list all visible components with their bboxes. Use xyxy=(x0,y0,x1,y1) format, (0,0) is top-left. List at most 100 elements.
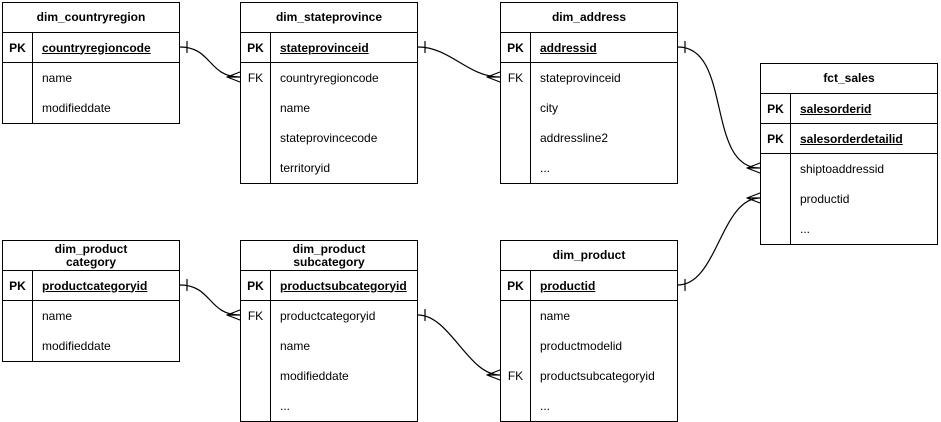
field-name: productid xyxy=(800,192,850,206)
key-label: PK xyxy=(761,124,791,153)
relationship-dim_product-to-fct_sales[interactable] xyxy=(677,192,761,292)
field-name: ... xyxy=(800,222,811,236)
column-row-modifieddate[interactable]: modifieddate xyxy=(3,331,179,361)
field-name: salesorderdetailid xyxy=(800,131,903,146)
column-row-name[interactable]: name xyxy=(3,301,179,331)
key-label xyxy=(241,391,271,421)
relationship-dim_stateprovince-to-dim_address[interactable] xyxy=(417,40,501,83)
column-row-productcategoryid[interactable]: PK productcategoryid xyxy=(3,271,179,301)
field-name: productsubcategoryid xyxy=(280,278,407,293)
column-row-salesorderid[interactable]: PK salesorderid xyxy=(761,94,937,124)
relationship-dim_productcategory-to-dim_productsubcategory[interactable] xyxy=(179,278,241,321)
column-row-stateprovincecode[interactable]: stateprovincecode xyxy=(241,123,417,153)
field-name: name xyxy=(42,309,73,323)
field-name: productsubcategoryid xyxy=(540,369,655,383)
column-row-more[interactable]: ... xyxy=(241,391,417,421)
key-label xyxy=(241,123,271,153)
field-name: name xyxy=(540,309,571,323)
field-name: countryregioncode xyxy=(42,40,151,55)
key-label xyxy=(241,93,271,123)
field-name: name xyxy=(42,71,73,85)
table-title-dim_countryregion: dim_countryregion xyxy=(3,3,179,33)
relationship-dim_countryregion-to-dim_stateprovince[interactable] xyxy=(179,40,241,83)
table-title-line: dim_stateprovince xyxy=(275,10,383,24)
table-title-line: dim_address xyxy=(551,10,627,24)
field-name: productcategoryid xyxy=(42,278,148,293)
table-title-line: dim_product xyxy=(292,241,366,256)
field-name: addressline2 xyxy=(540,131,609,145)
column-row-productmodelid[interactable]: productmodelid xyxy=(501,331,677,361)
column-row-shiptoaddressid[interactable]: shiptoaddressid xyxy=(761,154,937,184)
column-row-modifieddate[interactable]: modifieddate xyxy=(3,93,179,123)
table-title-line: fct_sales xyxy=(823,71,875,85)
column-row-addressline2[interactable]: addressline2 xyxy=(501,123,677,153)
key-label: FK xyxy=(241,301,271,331)
column-row-territoryid[interactable]: territoryid xyxy=(241,153,417,183)
field-name: name xyxy=(280,339,311,353)
field-name: name xyxy=(280,101,311,115)
field-name: salesorderid xyxy=(800,101,872,116)
field-name: addressid xyxy=(540,40,597,55)
column-row-name[interactable]: name xyxy=(241,331,417,361)
key-label xyxy=(501,391,531,421)
table-title-line: category xyxy=(65,254,117,269)
key-label: PK xyxy=(761,94,791,123)
column-row-productid[interactable]: productid xyxy=(761,184,937,214)
column-row-city[interactable]: city xyxy=(501,93,677,123)
key-label xyxy=(501,153,531,183)
field-name: modifieddate xyxy=(42,101,111,115)
column-row-more[interactable]: ... xyxy=(501,153,677,183)
key-label xyxy=(761,184,791,214)
column-row-productsubcategoryid[interactable]: FK productsubcategoryid xyxy=(501,361,677,391)
field-name: stateprovincecode xyxy=(280,131,378,145)
relationship-dim_address-to-fct_sales[interactable] xyxy=(677,40,761,174)
column-row-name[interactable]: name xyxy=(241,93,417,123)
field-name: modifieddate xyxy=(280,369,349,383)
field-name: city xyxy=(540,101,558,115)
key-label xyxy=(3,93,33,123)
column-row-more[interactable]: ... xyxy=(501,391,677,421)
key-label xyxy=(501,93,531,123)
key-label xyxy=(241,331,271,361)
column-row-name[interactable]: name xyxy=(501,301,677,331)
field-name: stateprovinceid xyxy=(280,40,369,55)
table-title-fct_sales: fct_sales xyxy=(761,64,937,94)
key-label: PK xyxy=(501,33,531,62)
key-label xyxy=(3,63,33,93)
table-title-dim_stateprovince: dim_stateprovince xyxy=(241,3,417,33)
column-row-addressid[interactable]: PK addressid xyxy=(501,33,677,63)
column-row-countryregioncode[interactable]: PK countryregioncode xyxy=(3,33,179,63)
field-name: ... xyxy=(280,399,291,413)
relationship-dim_productsubcategory-to-dim_product[interactable] xyxy=(417,308,501,381)
key-label: PK xyxy=(241,33,271,62)
column-row-salesorderdetailid[interactable]: PK salesorderdetailid xyxy=(761,124,937,154)
key-label xyxy=(501,123,531,153)
column-row-stateprovinceid[interactable]: PK stateprovinceid xyxy=(241,33,417,63)
key-label xyxy=(761,154,791,184)
field-name: stateprovinceid xyxy=(540,71,621,85)
column-row-modifieddate[interactable]: modifieddate xyxy=(241,361,417,391)
field-name: countryregioncode xyxy=(280,71,379,85)
key-label: PK xyxy=(3,271,33,300)
field-name: territoryid xyxy=(280,161,331,175)
column-row-name[interactable]: name xyxy=(3,63,179,93)
key-label xyxy=(761,214,791,244)
column-row-more[interactable]: ... xyxy=(761,214,937,244)
key-label: PK xyxy=(3,33,33,62)
key-label: FK xyxy=(501,361,531,391)
